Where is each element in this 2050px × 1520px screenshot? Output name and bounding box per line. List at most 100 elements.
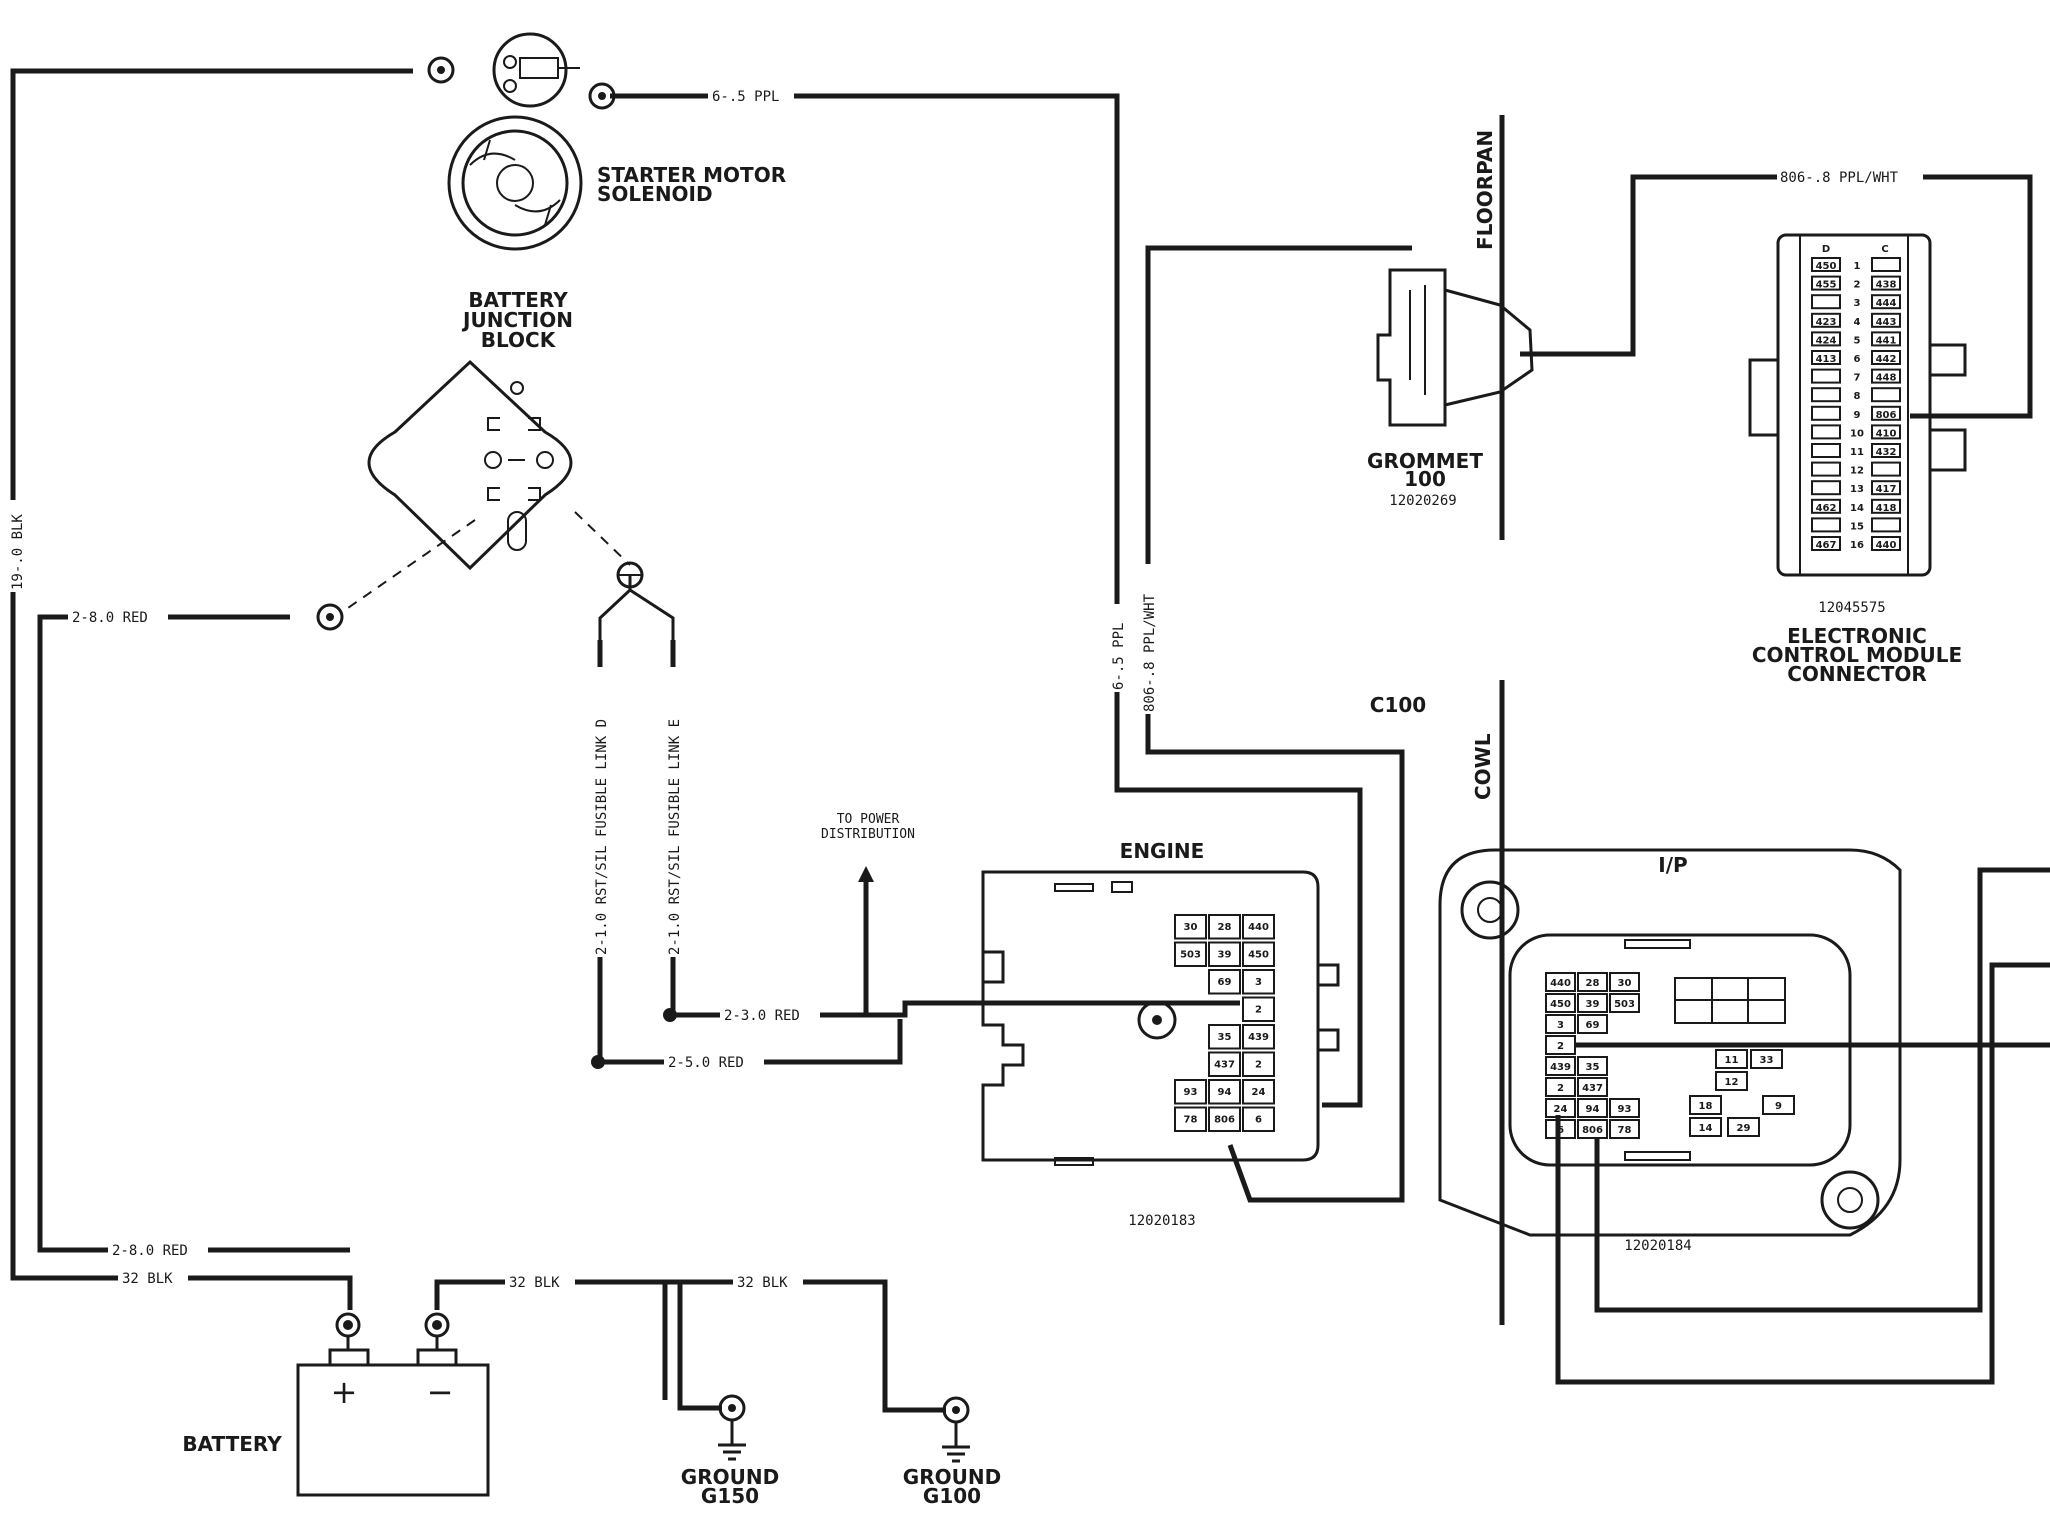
- ip-aux-pin: 14: [1699, 1123, 1713, 1134]
- ip-pin-box: [1577, 1014, 1608, 1034]
- ip-pin: 6: [1557, 1125, 1564, 1136]
- ecm-pin-number: 11: [1850, 447, 1864, 458]
- label-2-red-3: 2-3.0 RED: [724, 1008, 800, 1024]
- engine-pin-box: [1242, 1106, 1275, 1132]
- engine-pin-box: [1208, 914, 1241, 940]
- ecm-pin-c-box: [1871, 350, 1901, 365]
- ecm-pin-d-box: [1811, 461, 1841, 477]
- ecm-pin-d-box: [1811, 331, 1841, 347]
- label-ecm-1: ELECTRONIC: [1787, 624, 1927, 648]
- ecm-pin-d-box: [1811, 443, 1841, 458]
- ecm-pin-d-box: [1811, 387, 1841, 403]
- ecm-pin-d: 424: [1816, 335, 1837, 346]
- engine-pin: 806: [1214, 1115, 1235, 1126]
- label-806-ecm: 806-.8 PPL/WHT: [1780, 170, 1899, 186]
- battery-minus-icon: −: [427, 1373, 454, 1411]
- engine-pin: 78: [1184, 1115, 1198, 1126]
- engine-pin-box: [1242, 914, 1275, 940]
- ground-g150: [718, 1394, 746, 1461]
- ecm-col-c-label: C: [1881, 244, 1888, 255]
- label-g150-2: G150: [701, 1484, 759, 1508]
- ip-pin: 35: [1586, 1062, 1600, 1073]
- label-power-2: DISTRIBUTION: [821, 827, 915, 842]
- ip-pin-box: [1545, 1014, 1576, 1034]
- ecm-pin-d-box: [1811, 424, 1841, 440]
- ecm-pin-number: 13: [1850, 484, 1864, 495]
- wire-ip-loop: [1594, 867, 2050, 1313]
- label-grommet-pn: 12020269: [1389, 493, 1456, 509]
- ip-pin: 439: [1550, 1062, 1571, 1073]
- ip-pin: 93: [1618, 1104, 1632, 1115]
- ecm-pin-c: 440: [1876, 540, 1897, 551]
- engine-pin-box: [1242, 1079, 1275, 1105]
- ecm-pin-d-box: [1811, 275, 1841, 291]
- label-starter-2: SOLENOID: [597, 182, 713, 206]
- ecm-pin-c-box: [1871, 443, 1901, 458]
- ip-pin: 2: [1557, 1083, 1564, 1094]
- label-battery: BATTERY: [182, 1432, 282, 1456]
- ecm-pin-d-box: [1811, 312, 1841, 328]
- ip-aux-pin: 11: [1725, 1055, 1739, 1066]
- engine-pin-box: [1208, 1051, 1241, 1077]
- battery-plus-icon: +: [331, 1373, 358, 1411]
- ecm-pin-c: 418: [1876, 503, 1897, 514]
- ip-pin: 39: [1586, 999, 1600, 1010]
- wires: [10, 68, 2050, 1413]
- ip-pin: 69: [1586, 1020, 1600, 1031]
- label-grommet-1: GROMMET: [1367, 449, 1483, 473]
- engine-pin: 437: [1214, 1060, 1235, 1071]
- ip-pin-box: [1609, 972, 1640, 992]
- engine-pin: 24: [1252, 1087, 1266, 1098]
- ecm-pin-d-box: [1811, 368, 1841, 384]
- ip-pin-box: [1545, 993, 1576, 1013]
- ip-pin: 503: [1614, 999, 1635, 1010]
- engine-pin: 39: [1218, 950, 1232, 961]
- ip-pin-box: [1609, 1098, 1640, 1118]
- ecm-pin-c-box: [1871, 498, 1901, 514]
- label-6-ppl-top: 6-.5 PPL: [712, 89, 779, 105]
- ecm-pin-c: 448: [1876, 373, 1897, 384]
- ecm-pin-number: 16: [1850, 540, 1864, 551]
- engine-pin: 6: [1255, 1115, 1262, 1126]
- ecm-pin-d-box: [1811, 480, 1841, 496]
- starter-motor-solenoid: [427, 32, 616, 251]
- ecm-pin-number: 8: [1854, 391, 1861, 402]
- engine-pin: 35: [1218, 1032, 1232, 1043]
- ecm-pin-number: 2: [1854, 280, 1861, 291]
- ecm-pin-number: 7: [1854, 373, 1861, 384]
- engine-pin: 28: [1218, 922, 1232, 933]
- fusible-link-y: [598, 588, 675, 640]
- ecm-pin-c: 432: [1876, 447, 1897, 458]
- label-ip: I/P: [1658, 853, 1687, 877]
- ecm-pin-d-box: [1811, 405, 1841, 421]
- ip-pin-box: [1577, 1077, 1608, 1097]
- engine-pin-box: [1208, 941, 1241, 967]
- ip-aux-pin-box: [1689, 1117, 1722, 1137]
- label-grommet-2: 100: [1404, 467, 1446, 491]
- label-engine-pn: 12020183: [1128, 1213, 1195, 1229]
- ip-pin: 94: [1586, 1104, 1600, 1115]
- label-engine: ENGINE: [1120, 839, 1205, 863]
- ip-aux-pin: 29: [1737, 1123, 1751, 1134]
- wire-19-blk: [10, 68, 413, 1310]
- ip-pin-box: [1545, 972, 1576, 992]
- ip-pin-box: [1545, 1098, 1576, 1118]
- ecm-pin-number: 15: [1850, 521, 1864, 532]
- ip-aux-pin-box: [1715, 1049, 1748, 1069]
- ip-pin-box: [1577, 1098, 1608, 1118]
- ecm-pin-number: 4: [1854, 317, 1861, 328]
- ecm-pin-c: 441: [1876, 335, 1897, 346]
- ip-aux-pin-box: [1762, 1095, 1795, 1115]
- ip-aux-pin-box: [1750, 1049, 1783, 1069]
- label-2-red-5: 2-5.0 RED: [668, 1055, 744, 1071]
- engine-pin: 503: [1180, 950, 1201, 961]
- component-labels: STARTER MOTOR SOLENOID BATTERY JUNCTION …: [182, 130, 1962, 1508]
- ip-pin-box: [1577, 972, 1608, 992]
- ecm-pin-c-box: [1871, 312, 1901, 328]
- label-c100: C100: [1370, 693, 1426, 717]
- ecm-pin-d: 462: [1816, 503, 1837, 514]
- ip-aux-pin-box: [1689, 1095, 1722, 1115]
- engine-pin-box: [1208, 1024, 1241, 1050]
- engine-pin: 3: [1255, 977, 1262, 988]
